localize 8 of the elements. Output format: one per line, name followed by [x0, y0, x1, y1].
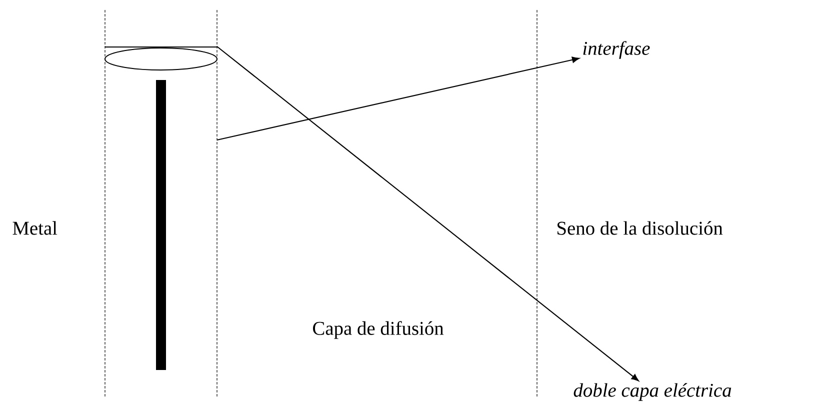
callout-text: doble capa eléctrica [574, 383, 732, 401]
ellipse-shape [104, 48, 218, 70]
arrow [216, 46, 639, 382]
region-label: Metal [12, 221, 58, 235]
callout-text: interfase [583, 41, 650, 59]
region-label: Capa de difusión [313, 321, 444, 339]
region-label: Seno de la disolución [558, 221, 723, 235]
arrow [216, 56, 580, 141]
